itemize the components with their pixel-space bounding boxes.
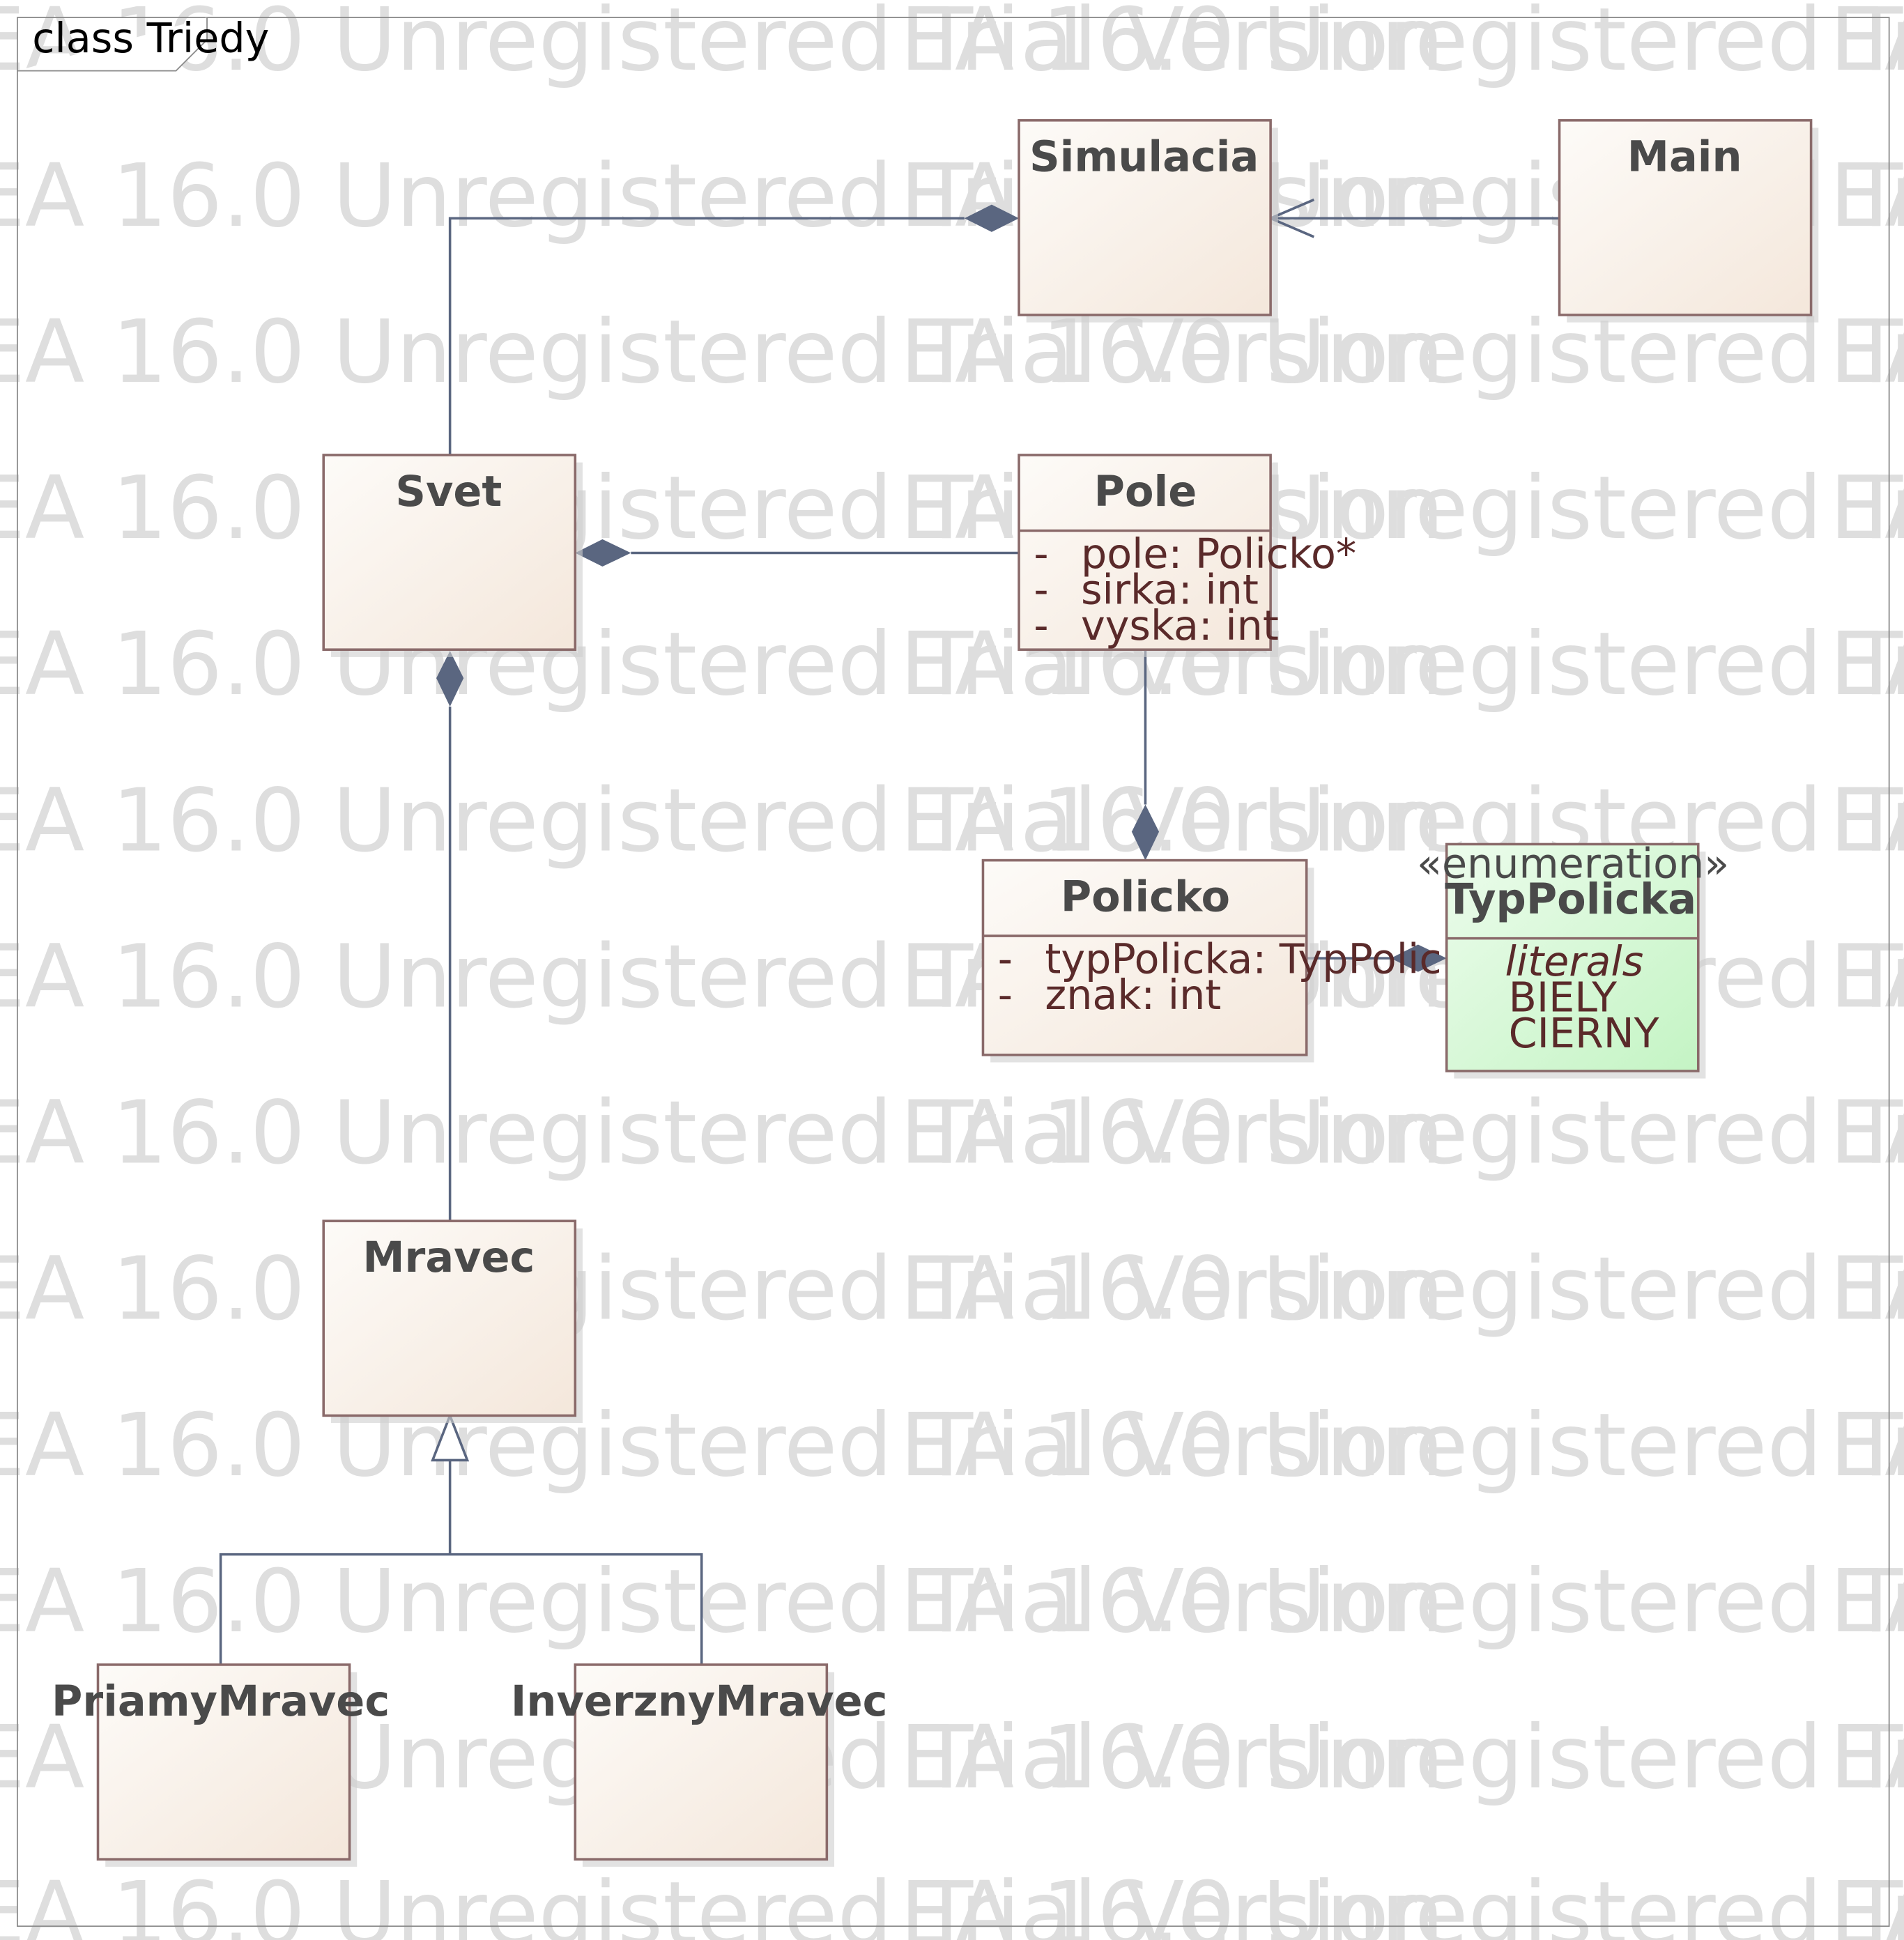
- generalization-branch[interactable]: [219, 1553, 703, 1665]
- class-name: Policko: [1061, 873, 1230, 922]
- watermark-text: EA 16.0 Unregistered Trial Version: [1829, 146, 1904, 247]
- watermark-text: EA 16.0 Unregistered Trial Version: [1829, 770, 1904, 871]
- watermark-text: EA 16.0 Unregistered Trial Version: [900, 1083, 1904, 1184]
- watermark-text: EA 16.0 Unregistered Trial Version: [1829, 614, 1904, 715]
- watermark-text: EA 16.0 Unregistered Trial Version: [0, 1239, 1444, 1340]
- connectors: Simulacia -->: [219, 198, 1560, 1665]
- enum-literal[interactable]: BIELY: [1509, 974, 1618, 1022]
- class-name: InverznyMravec: [511, 1677, 888, 1726]
- watermark-text: EA 16.0 Unregistered Trial Version: [1829, 1551, 1904, 1652]
- watermark-text: EA 16.0 Unregistered Trial Version: [0, 1863, 1444, 1940]
- watermark-text: EA 16.0 Unregistered Trial Version: [900, 1239, 1904, 1340]
- class-name: PriamyMravec: [52, 1677, 390, 1726]
- attribute[interactable]: sirka: int: [1081, 566, 1259, 613]
- watermark-text: EA 16.0 Unregistered Trial Version: [900, 1707, 1904, 1808]
- attribute[interactable]: typPolicka: TypPolicka: [1045, 935, 1489, 983]
- literals-heading: literals: [1505, 938, 1644, 985]
- watermark-text: EA 16.0 Unregistered Trial Version: [900, 0, 1904, 91]
- watermark-text: EA 16.0 Unregistered Trial Version: [0, 1395, 1444, 1496]
- class-main[interactable]: Main: [1558, 118, 1819, 323]
- class-policko[interactable]: Policko - typPolicka: TypPolicka - znak:…: [981, 859, 1490, 1063]
- class-priamymravec[interactable]: PriamyMravec: [52, 1663, 390, 1867]
- watermark-text: EA 16.0 Unregistered Trial Version: [1829, 926, 1904, 1027]
- composition-diamond: [1131, 804, 1160, 861]
- class-name: Svet: [395, 468, 502, 516]
- class-simulacia[interactable]: Simulacia: [1018, 118, 1278, 323]
- attribute-visibility: -: [1034, 602, 1048, 649]
- attribute-visibility: -: [998, 971, 1013, 1019]
- watermark-text: EA 16.0 Unregistered Trial Version: [0, 770, 1444, 871]
- watermark-text: EA 16.0 Unregistered Trial Version: [0, 1551, 1444, 1652]
- composition-diamond: [964, 204, 1020, 232]
- watermark-text: EA 16.0 Unregistered Trial Version: [1829, 1083, 1904, 1184]
- class-mravec[interactable]: Mravec: [322, 1219, 583, 1424]
- enum-typpolicka[interactable]: «enumeration» TypPolicka literals BIELY …: [1417, 840, 1729, 1079]
- composition-diamond: [436, 650, 464, 707]
- watermark-text: EA 16.0 Unregistered Trial Version: [1829, 1707, 1904, 1808]
- class-name: TypPolicka: [1445, 875, 1696, 924]
- attribute[interactable]: vyska: int: [1081, 602, 1279, 649]
- watermark-text: EA 16.0 Unregistered Trial Version: [1829, 0, 1904, 91]
- diagram-frame: class Triedy: [17, 15, 1890, 1927]
- attribute[interactable]: znak: int: [1045, 971, 1221, 1019]
- watermark-text: EA 16.0 Unregistered Trial Version: [1829, 1239, 1904, 1340]
- watermark-text: EA 16.0 Unregistered Trial Version: [900, 1395, 1904, 1496]
- watermark-text: EA 16.0 Unregistered Trial Version: [900, 1863, 1904, 1940]
- watermark-text: EA 16.0 Unregistered Trial Version: [1829, 458, 1904, 559]
- class-inverznymravec[interactable]: InverznyMravec: [511, 1663, 888, 1867]
- watermark-text: EA 16.0 Unregistered Trial Version: [1829, 302, 1904, 403]
- frame-label: class Triedy: [32, 15, 269, 62]
- attribute-visibility: -: [1034, 566, 1048, 613]
- composition-diamond: [575, 539, 631, 567]
- class-name: Simulacia: [1029, 133, 1259, 182]
- watermark-text: EA 16.0 Unregistered Trial Version: [0, 0, 1444, 91]
- class-name: Main: [1627, 133, 1742, 182]
- stereotype-label: «enumeration»: [1417, 840, 1729, 887]
- watermark-text: EA 16.0 Unregistered Trial Version: [1829, 1395, 1904, 1496]
- class-svet[interactable]: Svet: [322, 454, 583, 657]
- watermark-text: EA 16.0 Unregistered Trial Version: [1829, 1863, 1904, 1940]
- composition-simulacia-svet[interactable]: [448, 217, 965, 455]
- enum-literal[interactable]: CIERNY: [1509, 1010, 1659, 1057]
- attribute-visibility: -: [998, 935, 1013, 983]
- composition-diamond: [1390, 944, 1447, 972]
- watermark-text: EA 16.0 Unregistered Trial Version: [900, 1551, 1904, 1652]
- attribute-visibility: -: [1034, 530, 1048, 578]
- class-name: Pole: [1094, 468, 1197, 516]
- watermark-text: EA 16.0 Unregistered Trial Version: [0, 1083, 1444, 1184]
- generalization-arrowhead: [431, 1412, 470, 1462]
- attribute[interactable]: pole: Policko*: [1081, 530, 1356, 578]
- class-pole[interactable]: Pole - pole: Policko* - sirka: int - vys…: [1018, 454, 1356, 657]
- class-name: Mravec: [362, 1233, 535, 1282]
- watermark-text: EA 16.0 Unregistered Trial Version: [900, 770, 1904, 871]
